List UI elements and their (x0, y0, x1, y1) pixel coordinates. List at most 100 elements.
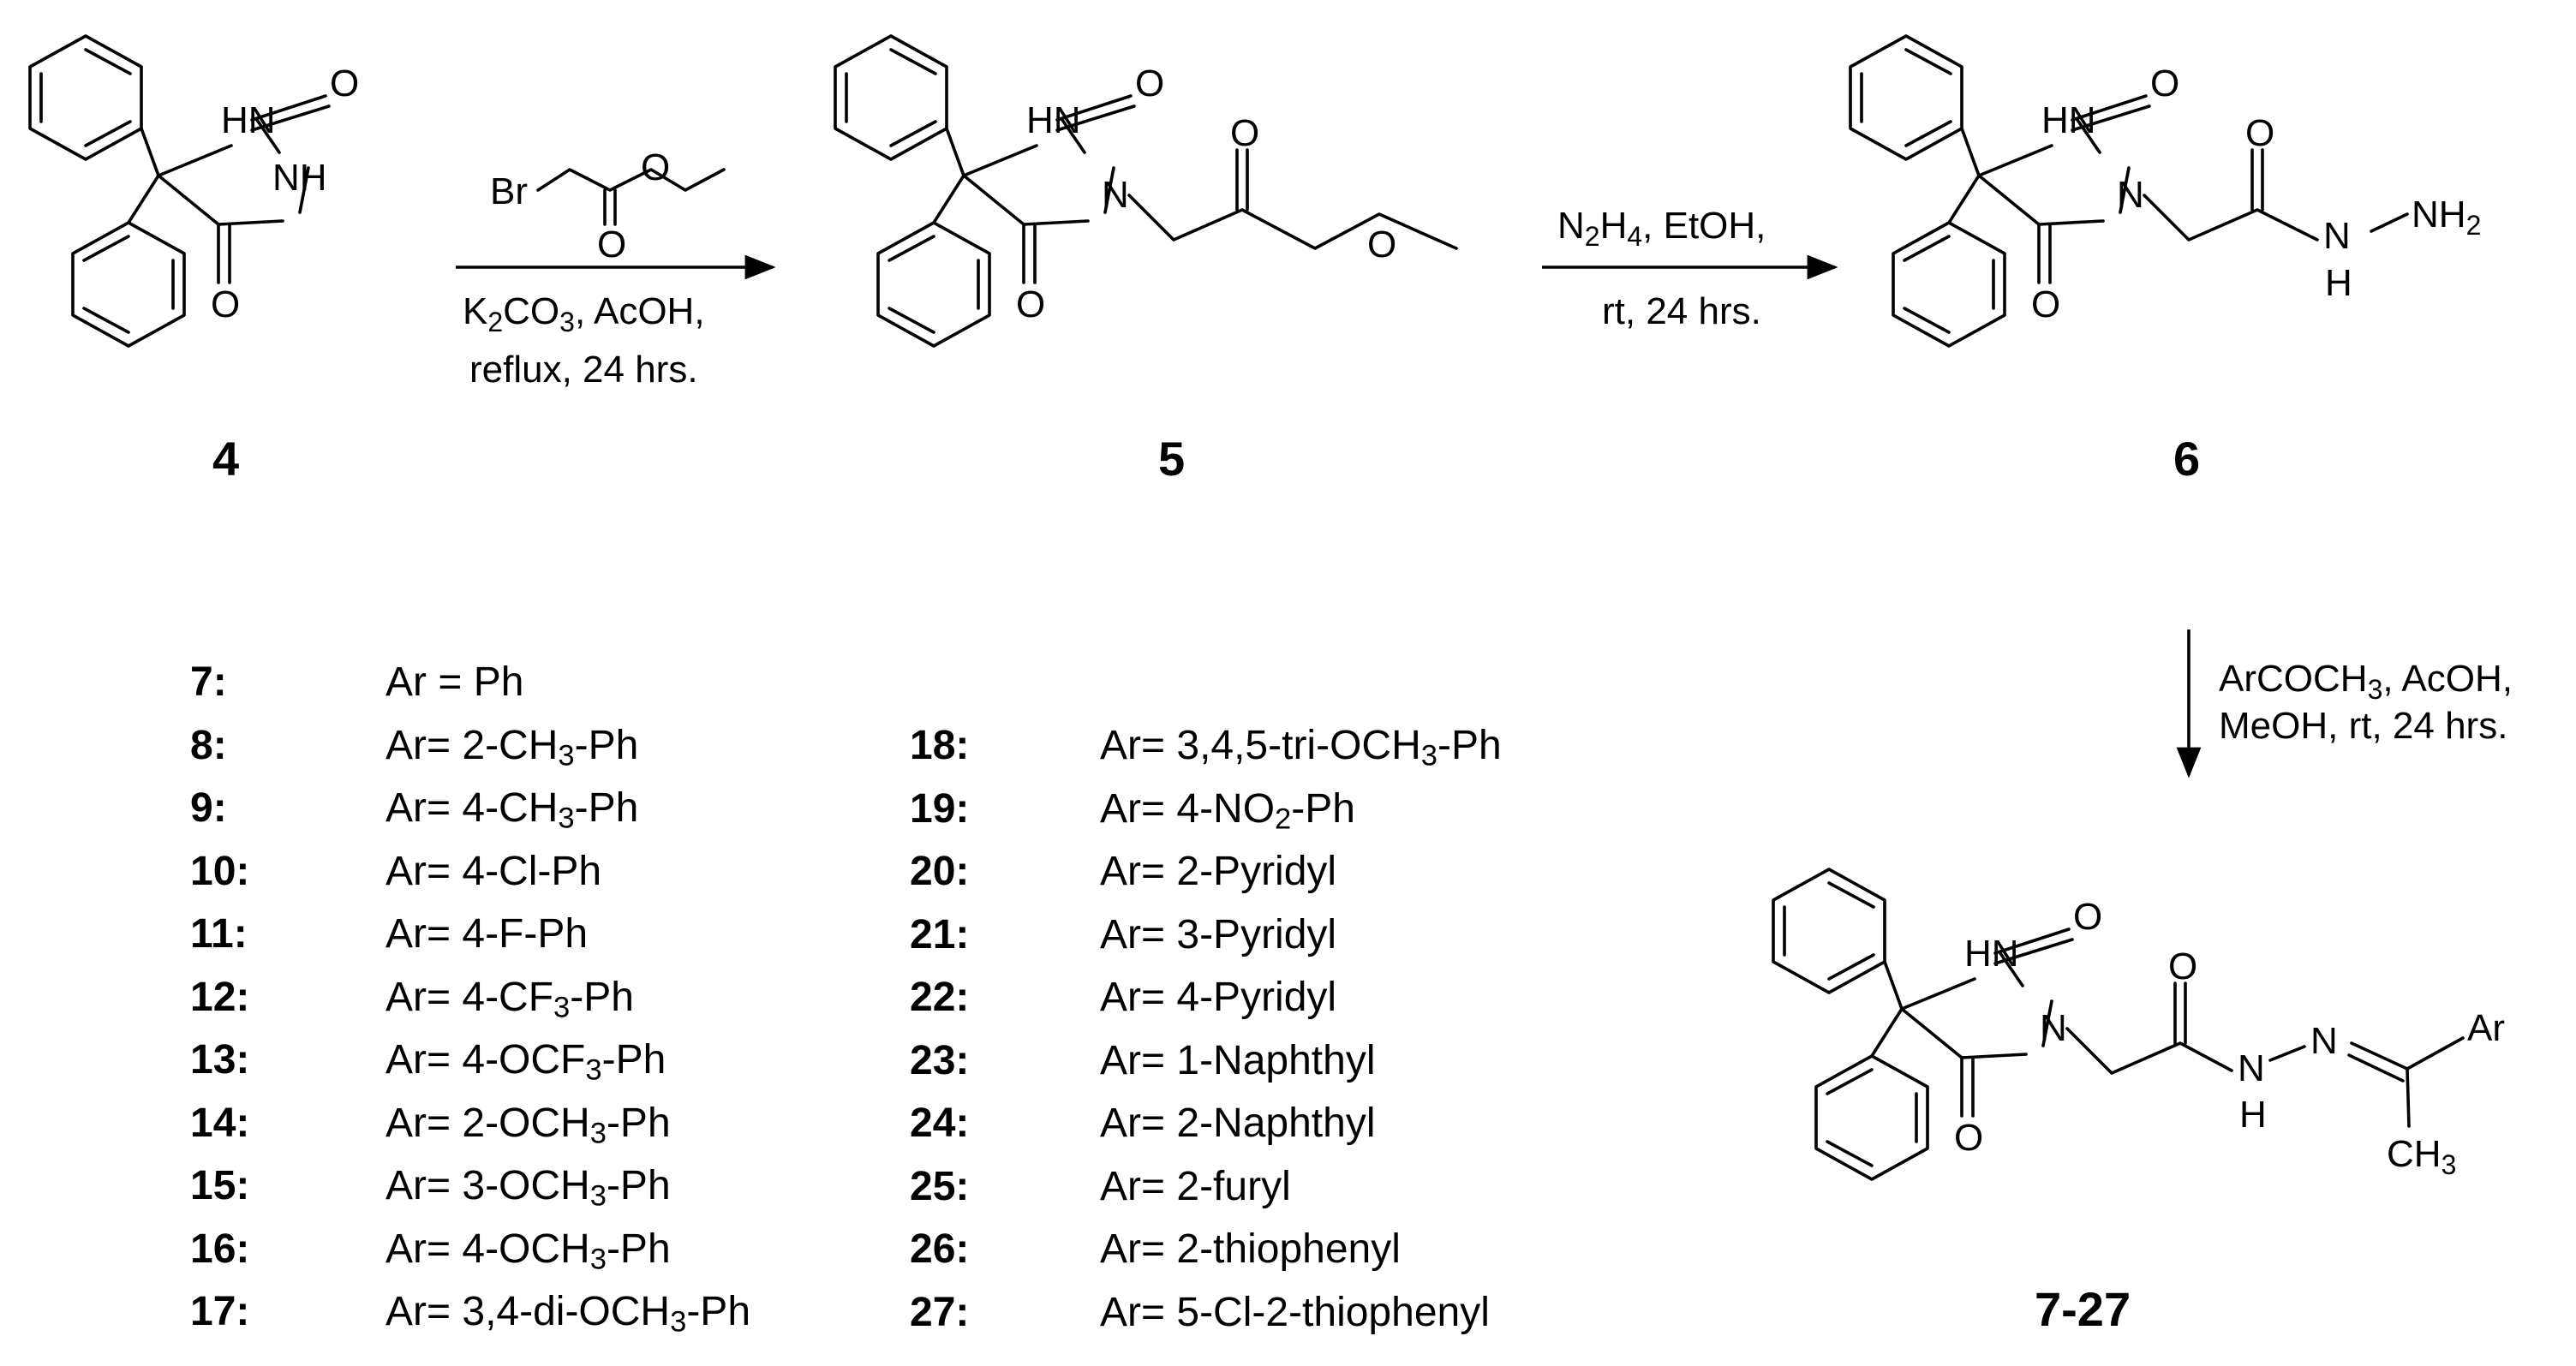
compound-number: 23: (910, 1037, 970, 1083)
compound-number: 15: (190, 1163, 250, 1208)
compound-number: 19: (910, 785, 970, 832)
substituent-text: Ar= 4-CF3-Ph (386, 974, 634, 1024)
step2-conditions-line2: rt, 24 hrs. (1602, 290, 1761, 332)
substituent-text: Ar= 3,4,5-tri-OCH3-Ph (1100, 723, 1502, 772)
substituent-text: Ar= 2-Pyridyl (1100, 849, 1337, 894)
compound-number: 17: (190, 1289, 250, 1334)
step2-conditions-line1: N2H4, EtOH, (1557, 205, 1766, 252)
compound-number: 26: (910, 1226, 970, 1272)
atom-hn: HN (2041, 99, 2096, 141)
compound-number: 22: (910, 975, 970, 1020)
compound-number: 20: (910, 849, 970, 894)
reagent-ethyl-bromoacetate: Br O O (490, 146, 726, 265)
substituent-row: 7:Ar = Ph (190, 651, 876, 714)
compound-number: 12: (190, 974, 250, 1020)
substituent-row: 25: Ar= 2-furyl (910, 1155, 1681, 1219)
substituent-text: Ar= 4-OCH3-Ph (386, 1226, 671, 1276)
substituent-text: Ar= 2-furyl (1100, 1163, 1291, 1209)
compound-number: 10: (190, 848, 250, 894)
compound-number: 14: (190, 1100, 250, 1146)
atom-h: H (2325, 262, 2352, 304)
atom-o: O (1016, 283, 1045, 325)
atom-nh2: NH2 (2412, 194, 2481, 241)
atom-n: N (1102, 174, 1129, 216)
substituent-row: 14: Ar= 2-OCH3-Ph (190, 1092, 876, 1155)
atom-o: O (597, 224, 626, 265)
substituent-text: Ar= 4-Cl-Ph (386, 848, 602, 894)
step1-conditions-line2: reflux, 24 hrs. (469, 349, 698, 391)
compound-number: 7: (190, 659, 227, 705)
step3-conditions-line2: MeOH, rt, 24 hrs. (2219, 705, 2507, 747)
compound-label-7-27: 7-27 (2035, 1282, 2131, 1336)
phenyl-ring (28, 34, 143, 161)
atom-ar: Ar (2467, 1007, 2505, 1049)
substituent-row: 27: Ar= 5-Cl-2-thiophenyl (910, 1281, 1681, 1345)
substituent-row: 23: Ar= 1-Naphthyl (910, 1029, 1681, 1093)
atom-o: O (330, 63, 359, 104)
compound-number: 27: (910, 1289, 970, 1335)
atom-hn: HN (1026, 99, 1081, 141)
atom-n: N (2040, 1007, 2067, 1049)
substituent-row: 26:Ar= 2-thiophenyl (910, 1218, 1681, 1281)
substituent-text: Ar= 4-CH3-Ph (386, 785, 639, 835)
compound-number: 13: (190, 1037, 250, 1083)
atom-h: H (2239, 1094, 2267, 1136)
atom-n: N (2238, 1047, 2265, 1089)
phenyl-ring (1892, 221, 2006, 348)
substituent-text: Ar= 2-CH3-Ph (386, 722, 639, 772)
atom-hn: HN (221, 99, 276, 141)
compound-number: 25: (910, 1163, 970, 1209)
compound-number: 21: (910, 911, 970, 957)
substituent-text: Ar= 2-OCH3-Ph (386, 1100, 671, 1150)
substituent-text: Ar= 4-Pyridyl (1100, 975, 1337, 1020)
phenyl-ring (1772, 868, 1886, 994)
substituent-text: Ar= 4-OCF3-Ph (386, 1037, 666, 1087)
atom-o: O (1367, 224, 1396, 265)
compound-label-4: 4 (212, 432, 239, 486)
atom-o: O (1135, 63, 1164, 104)
compound-5-structure: HN O N O O O (834, 34, 1458, 348)
compound-number: 9: (190, 785, 227, 831)
substituent-text: Ar= 3-OCH3-Ph (386, 1163, 671, 1213)
atom-o: O (1954, 1117, 1983, 1159)
atom-o: O (2245, 112, 2274, 154)
compound-number: 16: (190, 1226, 250, 1272)
substituent-row: 9: Ar= 4-CH3-Ph (190, 777, 876, 840)
compound-label-6: 6 (2173, 432, 2200, 486)
substituent-row: 13: Ar= 4-OCF3-Ph (190, 1029, 876, 1092)
substituent-row: 8:Ar= 2-CH3-Ph (190, 714, 876, 778)
atom-n: N (2323, 215, 2351, 257)
compound-number: 18: (910, 723, 970, 768)
substituent-text: Ar= 2-Naphthyl (1100, 1101, 1376, 1146)
substituent-text: Ar= 5-Cl-2-thiophenyl (1100, 1289, 1490, 1335)
atom-o: O (2031, 283, 2060, 325)
substituent-row: 16: Ar= 4-OCH3-Ph (190, 1218, 876, 1281)
substituent-text: Ar= 1-Naphthyl (1100, 1037, 1376, 1083)
compound-7-27-structure: HN O N O O N H N Ar CH3 (1772, 868, 2505, 1181)
substituent-text: Ar= 4-F-Ph (386, 911, 589, 957)
substituent-row: 20: Ar= 2-Pyridyl (910, 840, 1681, 904)
substituent-row: 19: Ar= 4-NO2-Ph (910, 778, 1681, 841)
atom-br: Br (490, 170, 528, 212)
phenyl-ring (834, 34, 948, 161)
atom-n: N (2117, 174, 2144, 216)
phenyl-ring (1849, 34, 1963, 161)
atom-nh: NH (272, 157, 327, 199)
substituent-row: 10: Ar= 4-Cl-Ph (190, 840, 876, 904)
atom-o: O (2168, 945, 2197, 987)
substituent-row: 21: Ar= 3-Pyridyl (910, 904, 1681, 967)
substituent-text: Ar= 3-Pyridyl (1100, 911, 1337, 957)
substituent-text: Ar= 3,4-di-OCH3-Ph (386, 1289, 751, 1339)
compound-4-structure: HN O NH O (28, 34, 359, 348)
substituent-row: 12: Ar= 4-CF3-Ph (190, 966, 876, 1029)
phenyl-ring (71, 221, 186, 348)
substituent-row: 18: Ar= 3,4,5-tri-OCH3-Ph (910, 714, 1681, 778)
compound-6-structure: HN O N O O N H NH2 (1849, 34, 2481, 348)
compound-label-5: 5 (1158, 432, 1185, 486)
atom-ch3: CH3 (2387, 1133, 2456, 1180)
atom-o: O (1230, 112, 1259, 154)
compound-number: 11: (190, 911, 248, 957)
substituent-text: Ar= 4-NO2-Ph (1100, 785, 1355, 836)
